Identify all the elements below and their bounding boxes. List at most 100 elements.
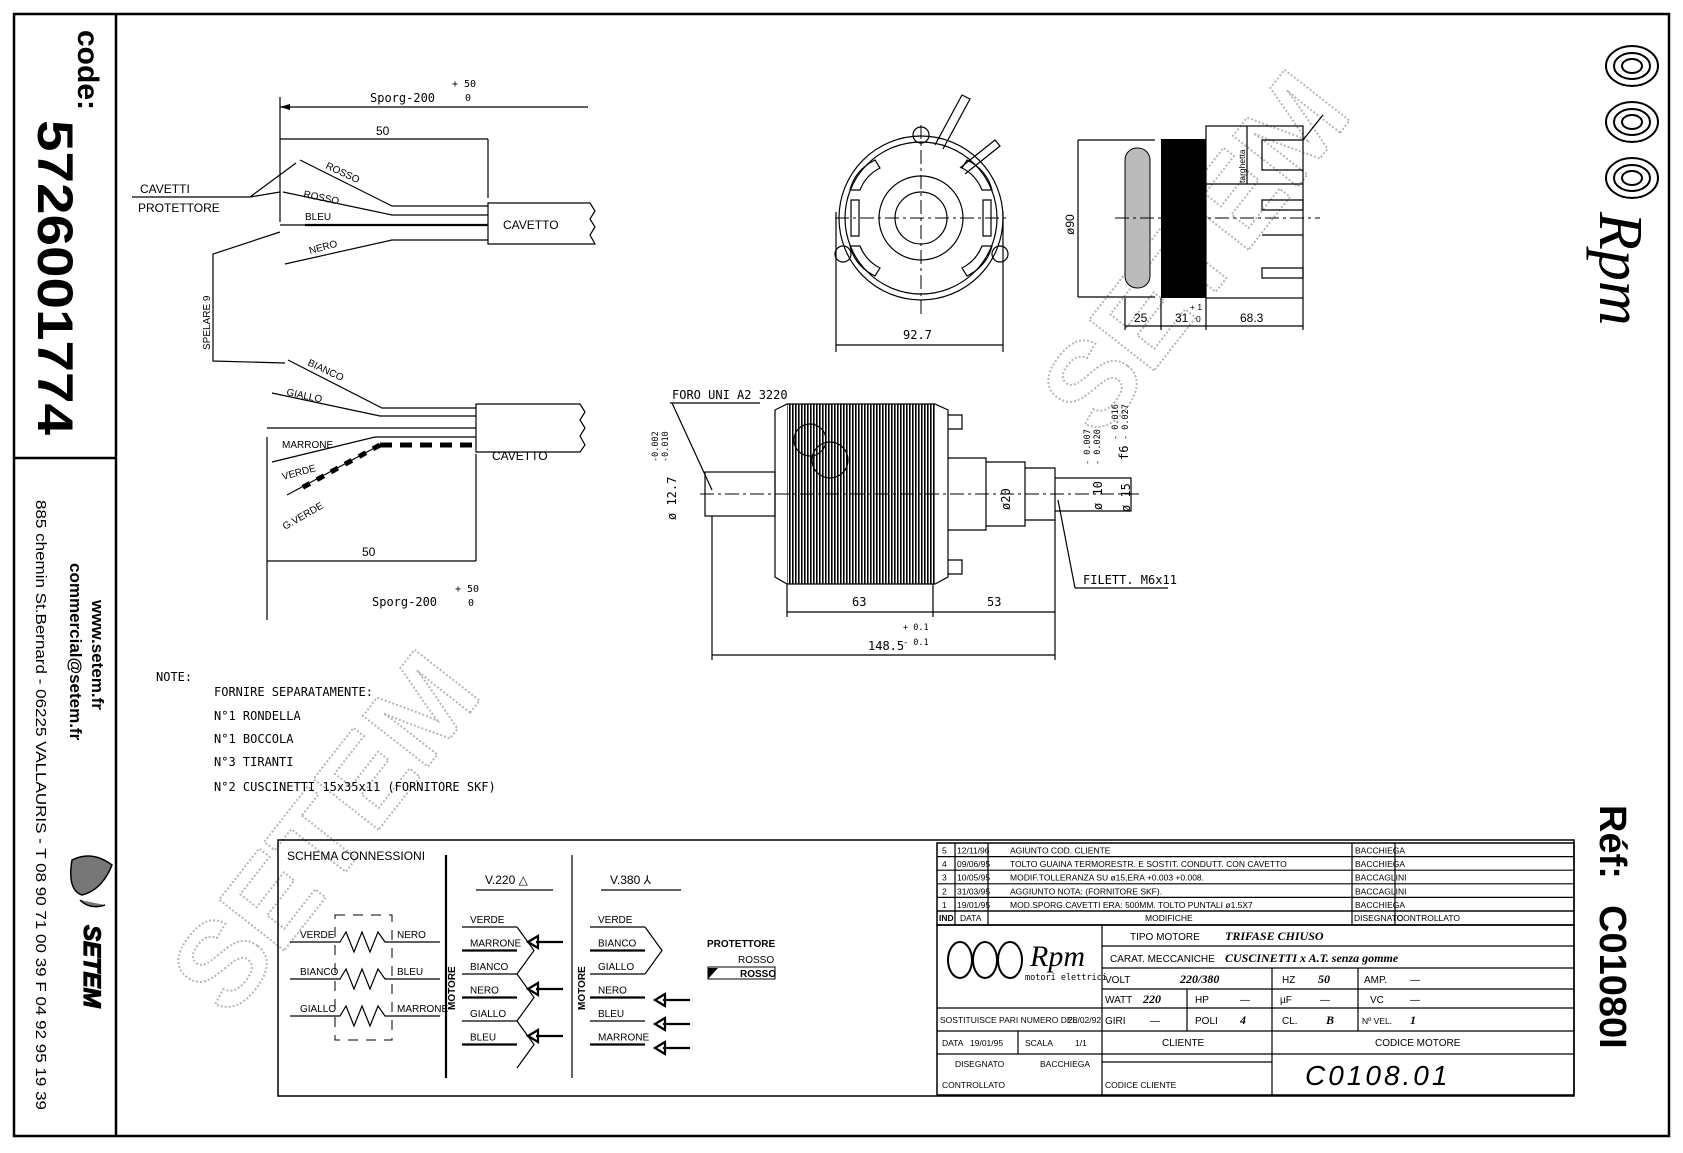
left-shaft-tol-upper: -0.002 <box>651 431 661 462</box>
supply-arrow-icon <box>525 934 563 950</box>
code-label: code: <box>71 30 104 110</box>
carat-label: CARAT. MECCANICHE <box>1110 954 1215 965</box>
codice-cliente-label: CODICE CLIENTE <box>1105 1080 1177 1090</box>
hp-value: — <box>1240 995 1250 1006</box>
hp-label: HP <box>1195 995 1209 1006</box>
rpm-logo: Rpm <box>1586 45 1659 326</box>
wire-label-bleu: BLEU <box>305 212 331 223</box>
left-shaft-tol-lower: -0.010 <box>661 431 671 462</box>
revision-date: 12/11/96 <box>957 846 990 856</box>
rev-header-disegnato: DISEGNATO <box>1354 913 1404 923</box>
terminal-wire-label: GIALLO <box>598 962 634 973</box>
v380-label: V.380 ⅄ <box>610 873 652 887</box>
junction-bracket <box>516 926 535 975</box>
title-block-logo-text: Rpm <box>1029 940 1085 973</box>
motore-label-380: MOTORE <box>577 966 588 1010</box>
watt-label: WATT <box>1105 995 1132 1006</box>
wire-label-rosso-1: ROSSO <box>324 161 362 186</box>
website-link[interactable]: www.setem.fr <box>88 599 107 710</box>
poli-label: POLI <box>1195 1016 1218 1027</box>
wire-label-verde: VERDE <box>281 463 317 483</box>
revision-text: TOLTO GUAINA TERMORESTR. E SOSTIT. CONDU… <box>1010 859 1287 869</box>
title-block-logo-subtitle: motori elettrici <box>1025 973 1107 983</box>
disegnato-label: DISEGNATO <box>955 1059 1005 1069</box>
scala-value: 1/1 <box>1075 1038 1087 1048</box>
note-item: N°2 CUSCINETTI 15x35x11 (FORNITORE SKF) <box>214 780 496 794</box>
side-dim-31-tol-plus: + 1 <box>1190 302 1202 312</box>
revision-text: MODIF.TOLLERANZA SU ø15,ERA +0.003 +0.00… <box>1010 873 1204 883</box>
dim-total-tol-minus: - 0.1 <box>903 638 929 648</box>
junction-bracket <box>644 926 663 975</box>
targhetta-label: targhetta <box>1237 149 1247 183</box>
vc-value: — <box>1410 995 1420 1006</box>
tipo-label: TIPO MOTORE <box>1130 932 1200 943</box>
wiring-diagram: Sporg-200 + 50 0 50 CAVETTO ROSSO ROSSO … <box>132 79 597 620</box>
carat-value: CUSCINETTI x A.T. senza gomme <box>1225 951 1399 965</box>
address: 885 chemin St.Bernard - 06225 VALLAURIS … <box>32 500 49 1110</box>
data-label: DATA <box>942 1038 964 1048</box>
note-item: N°1 RONDELLA <box>214 709 301 723</box>
wire-label-marrone: MARRONE <box>282 440 333 451</box>
revision-text: MOD.SPORG.CAVETTI ERA: 500MM. TOLTO PUNT… <box>1010 900 1253 910</box>
controllato-label: CONTROLLATO <box>942 1080 1005 1090</box>
dim-50-top: 50 <box>376 124 390 138</box>
giri-value: — <box>1150 1016 1160 1027</box>
dim-63: 63 <box>852 595 866 609</box>
winding-label-right: MARRONE <box>397 1004 448 1015</box>
revision-text: AGGIUNTO NOTA: (FORNITORE SKF). <box>1010 886 1162 896</box>
dim-total-tol-plus: + 0.1 <box>903 623 929 633</box>
side-dim-25: 25 <box>1134 311 1148 325</box>
rotor-drawing: FORO UNI A2 3220 FILETT. M6x11 ø 12.7 -0… <box>651 388 1177 660</box>
shaft15-diam: ø 15 <box>1119 483 1133 512</box>
rosso-label-2: ROSSO <box>740 969 776 980</box>
sporg-dim-bottom: Sporg-200 <box>372 595 437 609</box>
cl-value: B <box>1325 1013 1334 1027</box>
revision-by: BACCAGLINI <box>1355 886 1407 896</box>
shaft10-diam: ø 10 <box>1091 481 1105 510</box>
revision-ind: 2 <box>942 886 947 896</box>
revision-date: 19/01/95 <box>957 900 990 910</box>
rev-header-date: DATA <box>960 913 982 923</box>
left-shaft-diam: ø 12.7 <box>665 477 679 520</box>
side-dim-68-3: 68.3 <box>1240 311 1264 325</box>
supply-arrow-icon <box>652 1040 690 1056</box>
watt-value: 220 <box>1142 992 1161 1006</box>
revision-date: 10/05/95 <box>957 873 990 883</box>
collar-diam: ø20 <box>999 488 1013 510</box>
motore-label-220: MOTORE <box>447 966 458 1010</box>
note-item: N°3 TIRANTI <box>214 755 293 769</box>
title-block: Rpm motori elettrici TIPO MOTORE TRIFASE… <box>936 924 1575 1096</box>
terminal-wire-label: BIANCO <box>470 962 509 973</box>
sidebar: code: 5726001774 www.setem.fr commercial… <box>27 30 113 1110</box>
revision-ind: 5 <box>942 846 947 856</box>
setem-logo: SETEM <box>70 855 113 1009</box>
email-link[interactable]: commercial@setem.fr <box>66 563 85 741</box>
revision-text: AGIUNTO COD. CLIENTE <box>1010 846 1111 856</box>
codice-motore-value: C0108.01 <box>1305 1060 1450 1091</box>
cl-label: CL. <box>1282 1016 1298 1027</box>
notes-heading: FORNIRE SEPARATAMENTE: <box>214 685 373 699</box>
terminal-wire-label: BIANCO <box>598 939 637 950</box>
rev-header-controllato: CONTROLLATO <box>1397 913 1460 923</box>
terminal-wire-label: VERDE <box>598 915 633 926</box>
nvel-value: 1 <box>1410 1013 1416 1027</box>
motor-side-view: targhetta ø90 25 31 + 1 0 68.3 <box>1063 114 1324 330</box>
cavetti-label: CAVETTI <box>140 182 190 196</box>
shaft15-tol-lower: - 0.027 <box>1121 404 1131 440</box>
terminal-wire-label: BLEU <box>598 1009 624 1020</box>
junction-bracket <box>516 973 535 1022</box>
front-width-dim: 92.7 <box>903 328 932 342</box>
revision-ind: 1 <box>942 900 947 910</box>
winding-label-right: BLEU <box>397 967 423 978</box>
cavetto-label-top: CAVETTO <box>503 218 559 232</box>
shaft10-tol-lower: - 0.020 <box>1093 429 1103 465</box>
rev-header-modifiche: MODIFICHE <box>1145 913 1193 923</box>
sostituisce-value: 28/02/92 <box>1068 1015 1101 1025</box>
winding-resistor-icon <box>290 930 440 954</box>
ref-label: Réf: <box>1591 805 1633 879</box>
revision-by: BACCHIEGA <box>1355 846 1405 856</box>
terminal-wire-label: NERO <box>598 986 627 997</box>
terminal-wire-label: MARRONE <box>470 939 521 950</box>
protettore-schema-label: PROTETTORE <box>707 939 775 950</box>
dim-50-bottom: 50 <box>362 545 376 559</box>
